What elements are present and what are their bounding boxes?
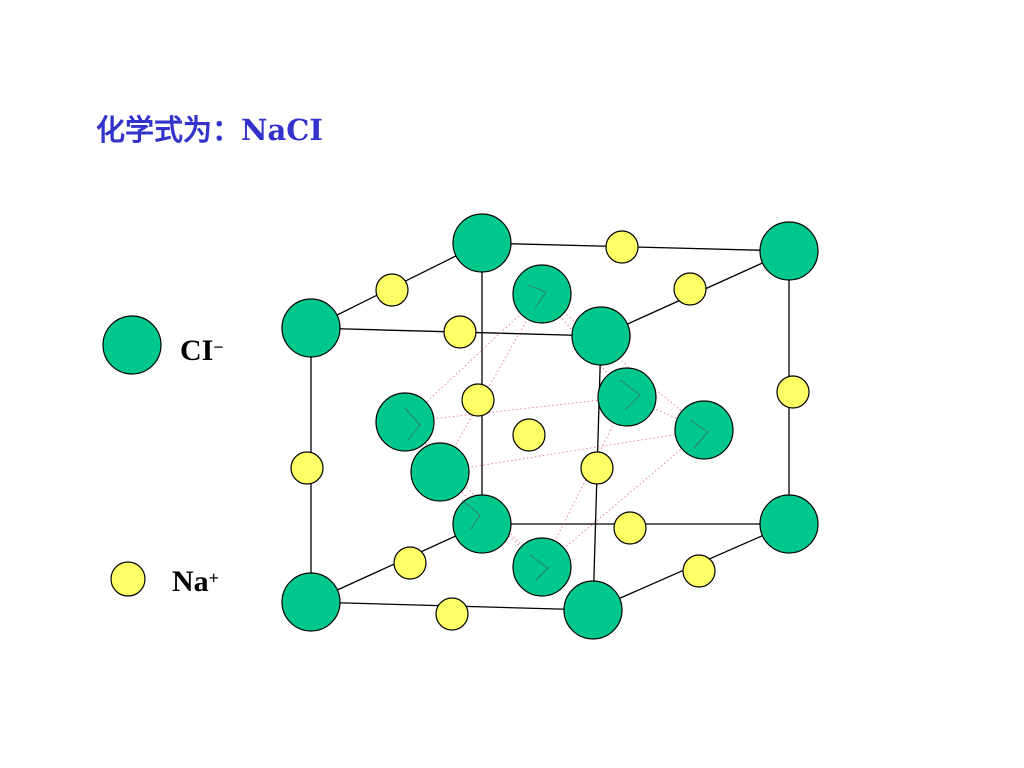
cl-ion xyxy=(452,494,512,554)
cl-ion xyxy=(512,537,572,597)
na-ion xyxy=(393,546,427,580)
cl-ion xyxy=(563,580,623,640)
legend-na-ion-symbol xyxy=(110,561,146,597)
legend-cl-symbol: CI xyxy=(180,334,214,367)
legend-na-label: Na+ xyxy=(172,565,219,599)
na-ion xyxy=(605,230,639,264)
na-ion xyxy=(673,272,707,306)
na-ion xyxy=(290,451,324,485)
cl-ion xyxy=(410,442,470,502)
na-ion xyxy=(512,418,546,452)
na-ion xyxy=(580,451,614,485)
cl-ion xyxy=(452,213,512,273)
slide-title: 化学式为：NaCI xyxy=(96,113,323,147)
legend-cl-ion-symbol xyxy=(102,315,162,375)
cl-ion xyxy=(281,298,341,358)
na-ion xyxy=(375,273,409,307)
na-ion xyxy=(613,511,647,545)
na-ion xyxy=(682,554,716,588)
legend-na-charge: + xyxy=(208,568,219,588)
na-ion xyxy=(776,375,810,409)
legend-na-symbol: Na xyxy=(172,565,209,598)
cl-ion xyxy=(674,400,734,460)
cl-ion xyxy=(759,494,819,554)
cl-ion xyxy=(281,572,341,632)
cl-ion xyxy=(759,221,819,281)
cl-ion xyxy=(597,367,657,427)
cl-ion xyxy=(512,264,572,324)
cl-ion xyxy=(375,392,435,452)
na-ion xyxy=(435,597,469,631)
legend-cl-charge: − xyxy=(213,337,224,357)
na-ion xyxy=(461,383,495,417)
na-ion xyxy=(443,315,477,349)
legend-cl-label: CI− xyxy=(180,334,224,368)
cl-ion xyxy=(571,306,631,366)
